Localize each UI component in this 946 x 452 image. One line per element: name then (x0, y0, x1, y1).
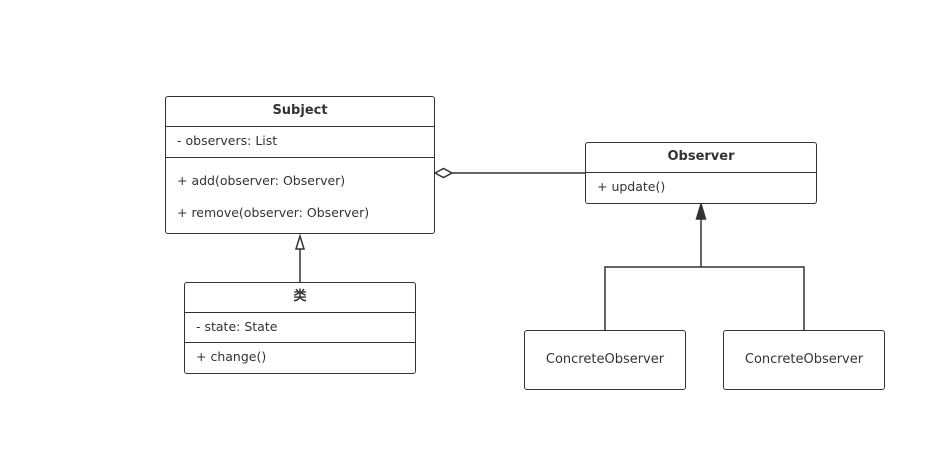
aggregation-diamond-icon (433, 167, 454, 179)
class-methods: + add(observer: Observer) + remove(obser… (166, 158, 434, 220)
method: + change() (196, 349, 267, 364)
class-methods: + update() (586, 173, 816, 194)
class-methods: + change() (185, 343, 415, 364)
hollow-triangle-arrow-icon (294, 233, 306, 250)
generalization-branches-observer (604, 266, 805, 331)
class-subject[interactable]: Subject - observers: List + add(observer… (165, 96, 435, 234)
method: + add(observer: Observer) (177, 173, 346, 188)
class-name: Observer (586, 143, 816, 173)
attribute: - state: State (196, 319, 278, 334)
class-attributes: - state: State (185, 313, 415, 343)
attribute: - observers: List (177, 133, 278, 148)
method: + remove(observer: Observer) (177, 205, 370, 220)
class-attributes: - observers: List (166, 127, 434, 158)
class-name: ConcreteObserver (545, 352, 665, 367)
method: + update() (597, 179, 666, 194)
class-name: Subject (166, 97, 434, 127)
class-name: 类 (185, 283, 415, 313)
class-concrete-observer-1[interactable]: ConcreteObserver (524, 330, 686, 390)
class-concrete-observer-2[interactable]: ConcreteObserver (723, 330, 885, 390)
class-name: ConcreteObserver (744, 352, 864, 367)
filled-triangle-arrow-icon (695, 201, 707, 220)
class-observer[interactable]: Observer + update() (585, 142, 817, 204)
class-concrete-subject[interactable]: 类 - state: State + change() (184, 282, 416, 374)
